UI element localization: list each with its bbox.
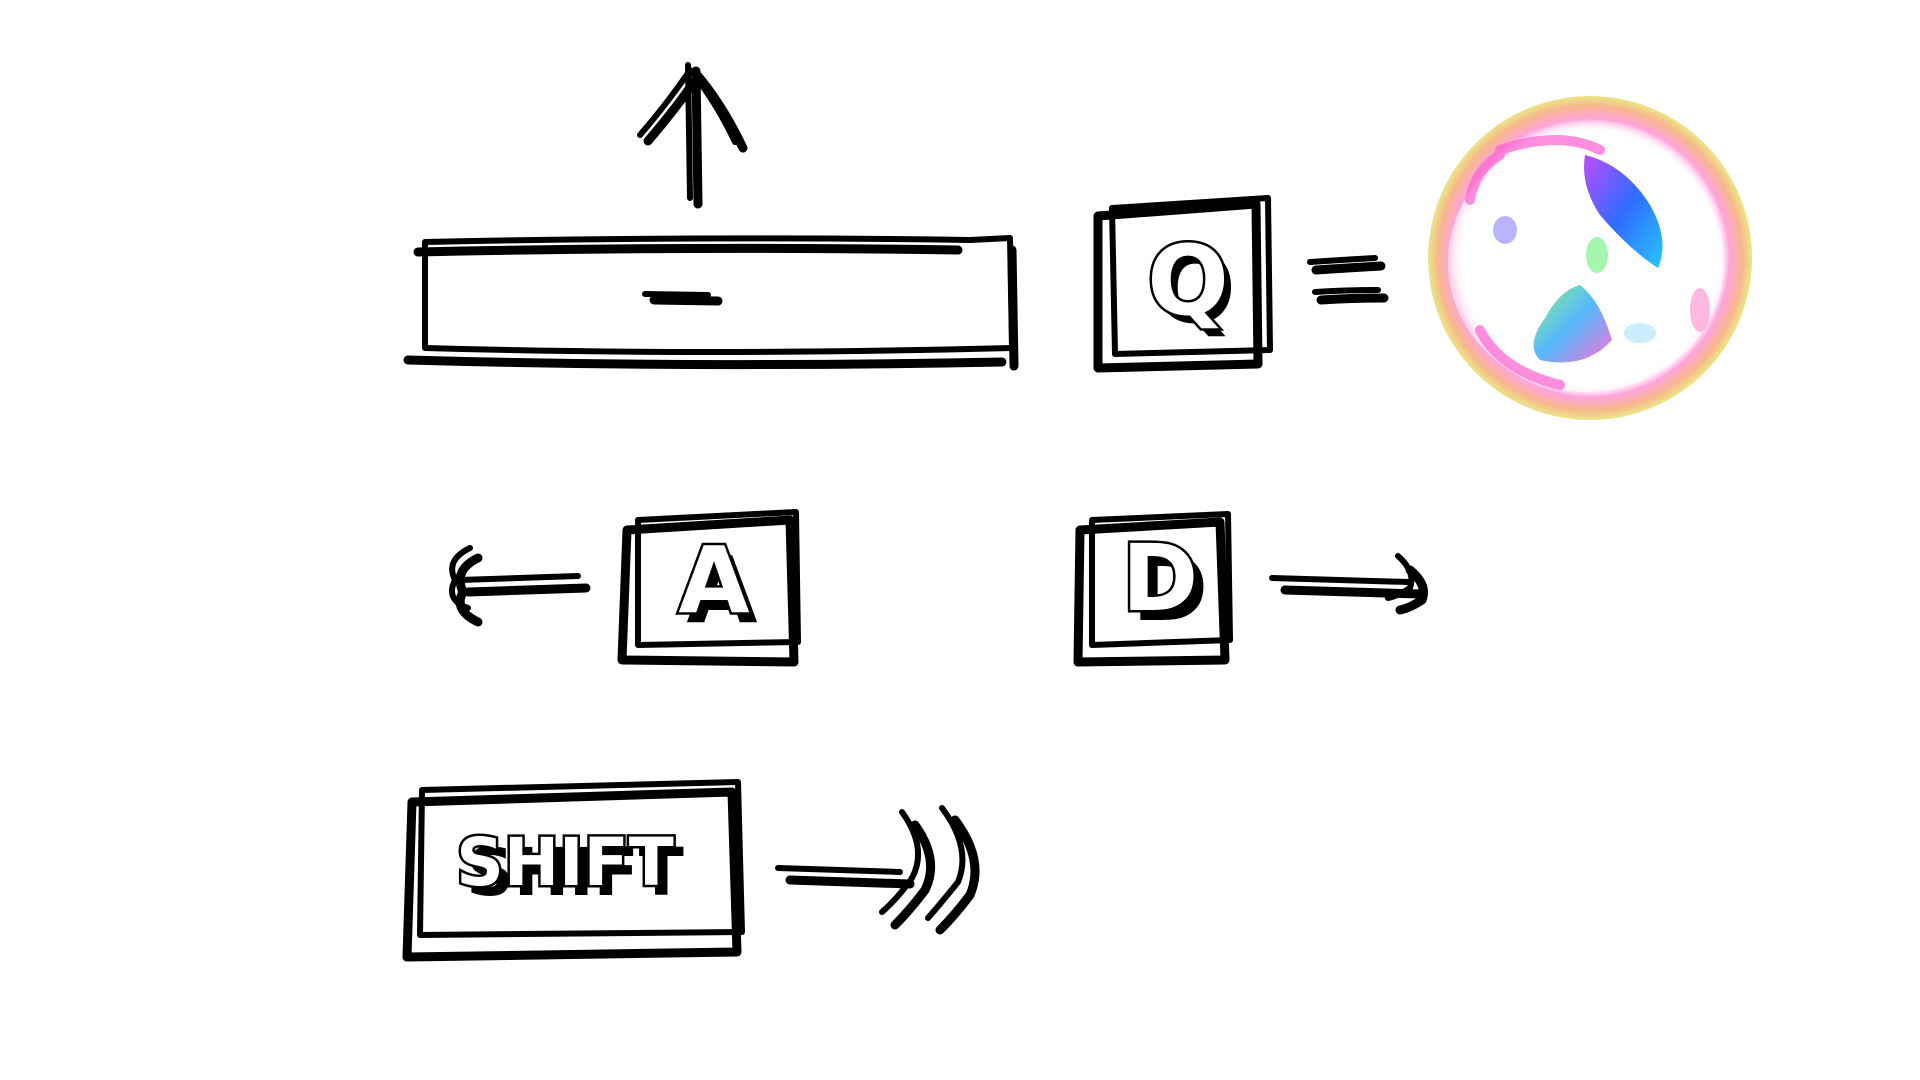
move-right-control: D D: [1073, 511, 1428, 667]
d-key-label: D: [1122, 525, 1198, 632]
a-key[interactable]: A A: [617, 509, 801, 667]
equals-icon: [1307, 255, 1389, 305]
double-arrow-right-icon: [775, 805, 980, 935]
jump-control: [403, 62, 1019, 371]
shift-key-label-shadow: SHIFT: [466, 834, 683, 911]
d-key[interactable]: D D: [1073, 511, 1233, 667]
d-key-label-shadow: D: [1132, 535, 1208, 642]
arrow-right-icon: [1269, 553, 1428, 615]
grab-control: Q Q: [1093, 96, 1752, 420]
arrow-left-icon: [449, 545, 591, 627]
shift-key-label: SHIFT: [456, 824, 673, 901]
q-key[interactable]: Q Q: [1093, 195, 1273, 373]
arrow-up-icon: [637, 62, 748, 209]
spacebar-key[interactable]: [403, 235, 1019, 371]
bubble-icon: [1428, 96, 1752, 420]
a-key-label-shadow: A: [686, 537, 757, 644]
q-key-label-shadow: Q: [1154, 233, 1236, 345]
run-control: SHIFT SHIFT: [402, 779, 980, 962]
move-left-control: A A: [449, 509, 801, 667]
q-key-label: Q: [1147, 225, 1229, 337]
shift-key[interactable]: SHIFT SHIFT: [402, 779, 745, 962]
a-key-label: A: [678, 527, 749, 634]
